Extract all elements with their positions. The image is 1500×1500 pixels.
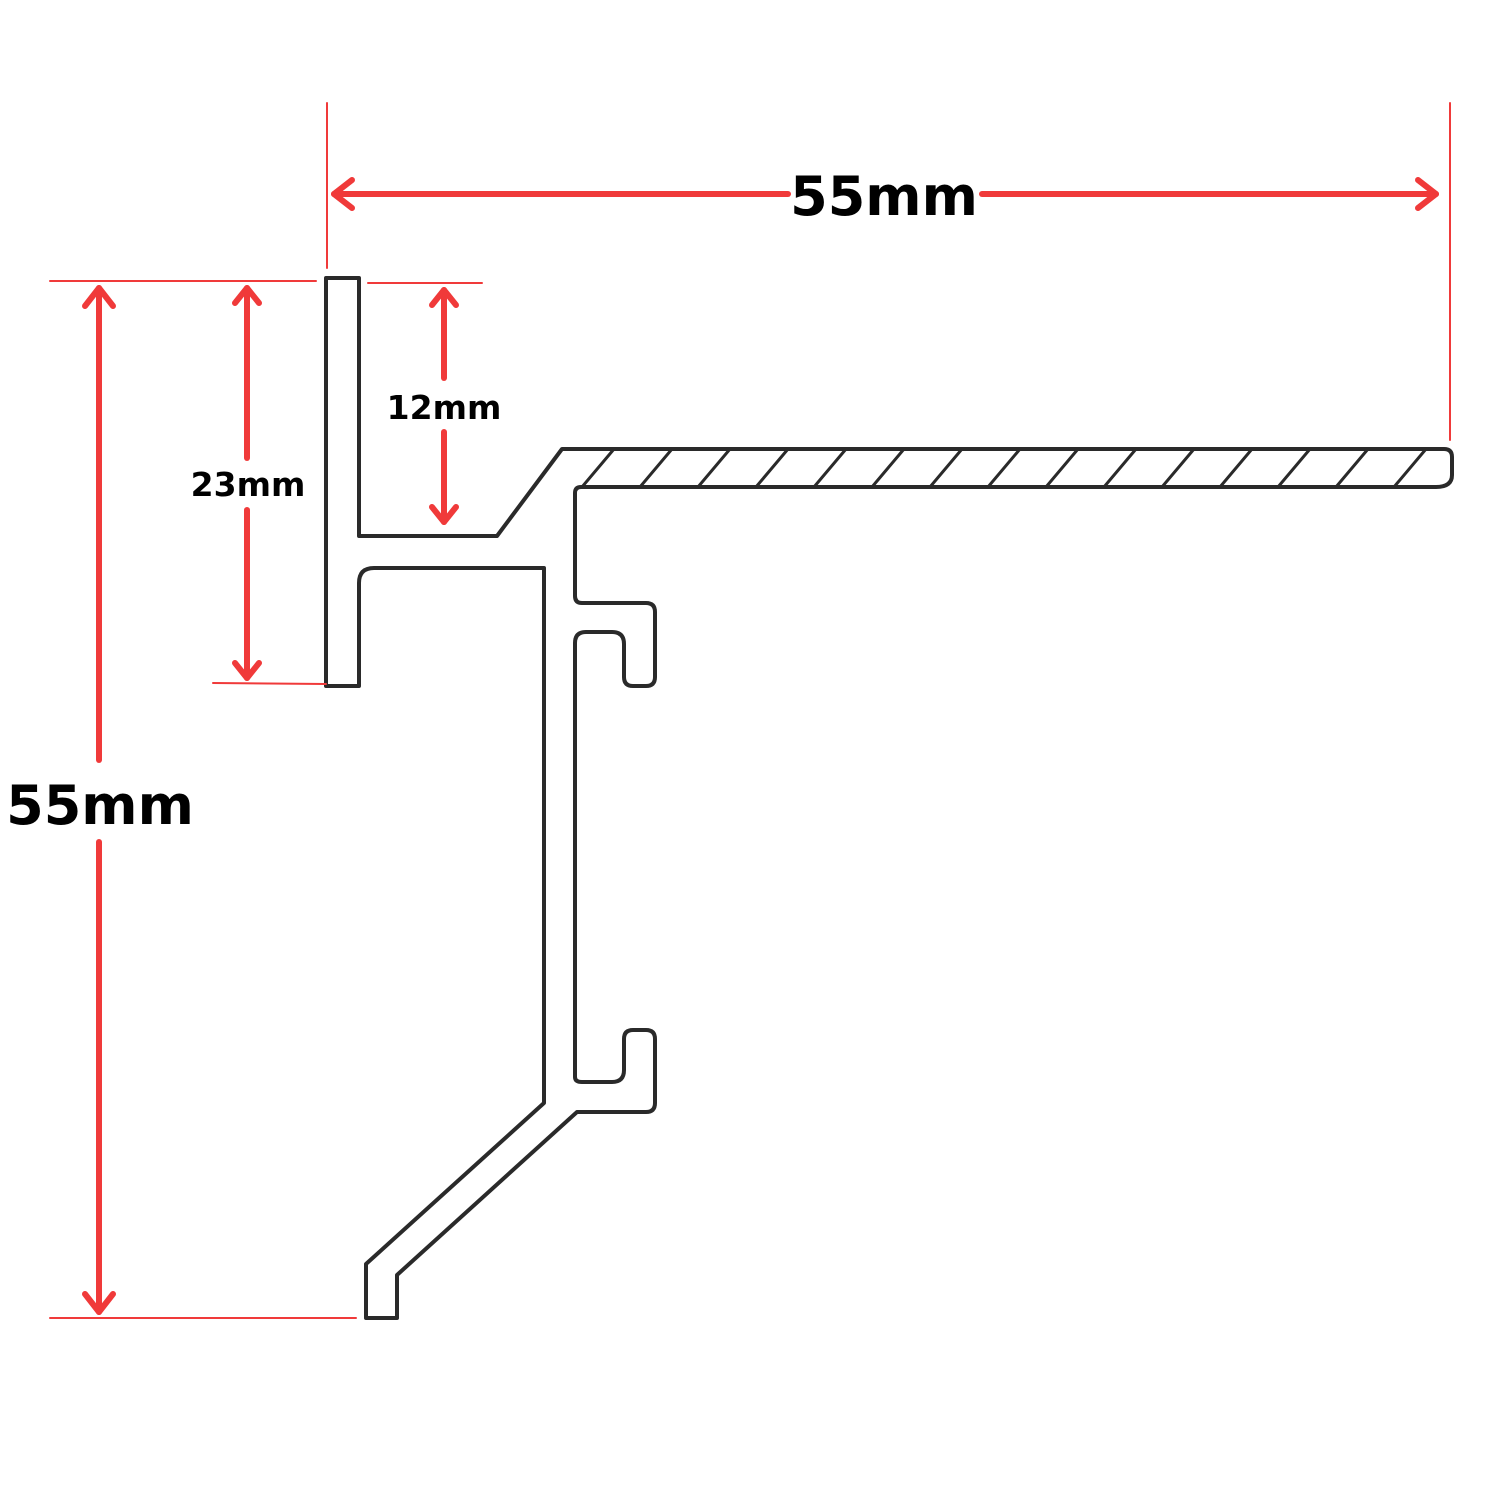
top-gap-arrowhead-bottom bbox=[429, 504, 459, 525]
width-arrowhead-left bbox=[331, 177, 355, 211]
profile-outline bbox=[324, 276, 1454, 1320]
upper-leg-dimension bbox=[212, 285, 327, 685]
height-label: 55mm bbox=[6, 774, 194, 837]
upper-leg-arrowhead-bottom bbox=[232, 660, 262, 681]
width-dimension bbox=[326, 102, 1451, 441]
top-gap-arrowhead-top bbox=[429, 287, 459, 308]
height-arrowhead-bottom bbox=[82, 1291, 116, 1315]
slab-hatching bbox=[580, 449, 1428, 487]
width-arrowhead-right bbox=[1415, 177, 1439, 211]
dimension-lines bbox=[49, 102, 1451, 1319]
top-gap-label: 12mm bbox=[387, 388, 502, 427]
upper-leg-label: 23mm bbox=[191, 465, 306, 504]
height-arrowhead-top bbox=[82, 285, 116, 309]
upper-leg-arrowhead-top bbox=[232, 285, 262, 306]
profile-body-outline bbox=[324, 276, 1454, 1320]
height-dimension bbox=[49, 280, 357, 1319]
width-label: 55mm bbox=[790, 165, 978, 228]
upper-leg-extension-bottom bbox=[212, 682, 327, 685]
top-gap-dimension bbox=[367, 282, 483, 525]
dimension-labels: 55mm 55mm 23mm 12mm bbox=[6, 165, 978, 837]
